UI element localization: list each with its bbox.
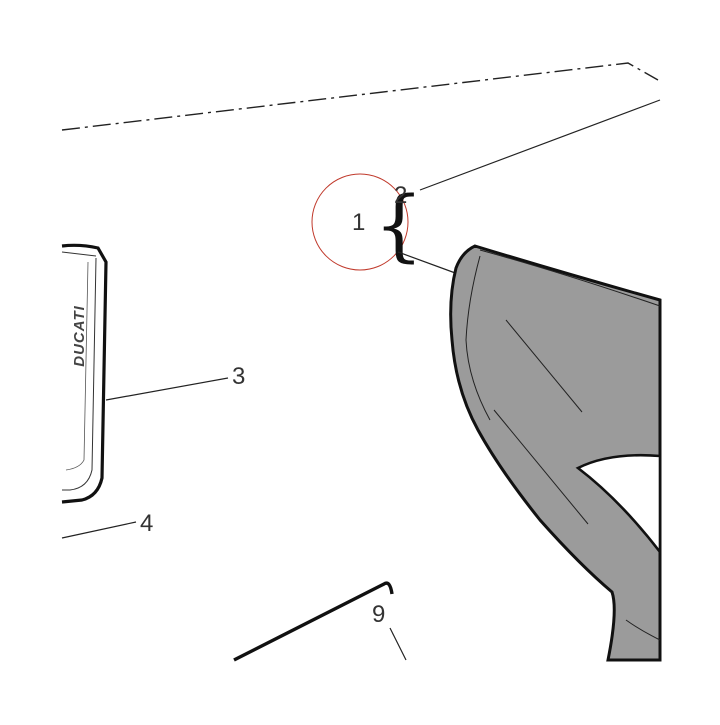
highlight-circle [311,173,409,271]
leader-line-9 [389,627,407,661]
callout-1: 1 [352,209,365,236]
group-brace: { [374,181,424,271]
assembly-reference-line [61,62,659,131]
callout-4: 4 [140,510,153,537]
ducati-logo: DUCATI [71,305,88,367]
callout-9: 9 [372,601,385,628]
side-fairing-panel [449,244,662,662]
leader-line-2 [419,99,661,191]
leader-line-3 [105,377,229,401]
callout-3: 3 [232,363,245,390]
callout-2: 2 [394,182,407,209]
leader-line-1 [397,251,459,275]
windscreen-part: DUCATI [61,243,108,504]
edge-trim-part [233,581,394,662]
leader-line-4 [61,521,137,539]
